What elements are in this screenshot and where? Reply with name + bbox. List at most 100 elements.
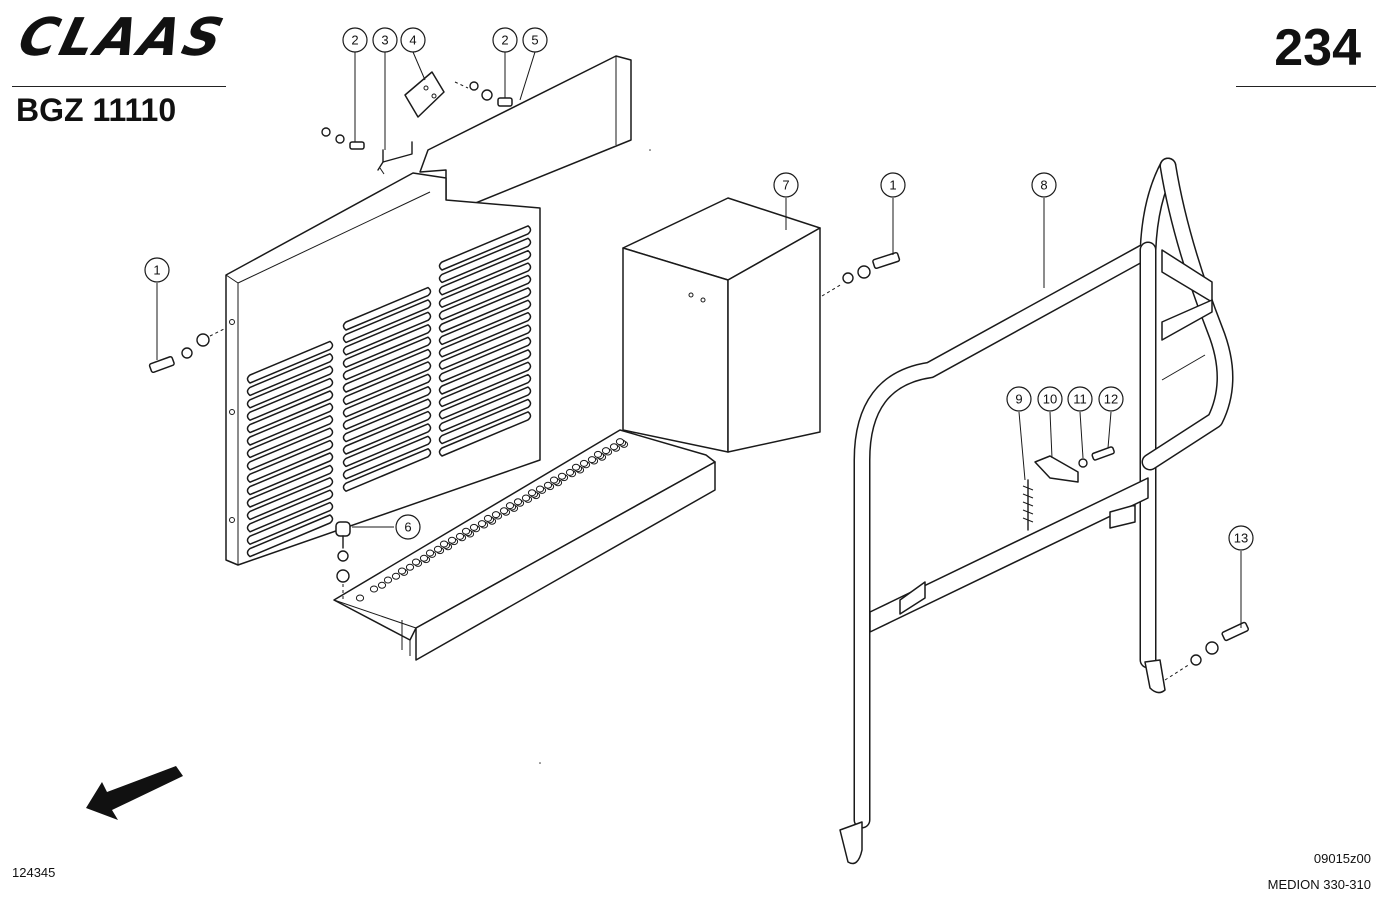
callout-circle bbox=[522, 27, 548, 53]
callout-label: 7 bbox=[782, 178, 789, 193]
enclosure-box bbox=[622, 197, 821, 453]
perforated-step-plate bbox=[333, 429, 716, 661]
right-screw-set bbox=[821, 251, 901, 297]
louver-slot bbox=[438, 287, 532, 333]
louver-slot bbox=[342, 299, 432, 344]
perforation-hole bbox=[543, 481, 553, 489]
callout-c12: 12 bbox=[1098, 386, 1124, 412]
perforation-hole bbox=[615, 438, 625, 446]
louver-slot bbox=[438, 299, 532, 346]
callout-label: 1 bbox=[889, 178, 896, 193]
callout-label: 2 bbox=[351, 33, 358, 48]
hinge-bracket bbox=[377, 141, 413, 175]
top-hardware bbox=[321, 81, 513, 150]
callout-label: 8 bbox=[1040, 178, 1047, 193]
louver-slot bbox=[438, 324, 532, 370]
louver-slot bbox=[342, 448, 432, 492]
callout-c8: 8 bbox=[1031, 172, 1057, 198]
perforation-hole bbox=[425, 549, 435, 557]
louver-slot bbox=[342, 324, 432, 368]
callout-c2a: 2 bbox=[342, 27, 368, 53]
callout-c11: 11 bbox=[1067, 386, 1093, 412]
clip-hardware bbox=[1022, 446, 1115, 531]
louver-slot bbox=[246, 390, 334, 434]
perforation-hole bbox=[411, 558, 421, 566]
louver-slot bbox=[438, 225, 532, 271]
callout-c7: 7 bbox=[773, 172, 799, 198]
perforation-hole bbox=[397, 567, 407, 575]
callout-label: 2 bbox=[501, 33, 508, 48]
louver-slot bbox=[342, 348, 432, 393]
louver-slot bbox=[246, 464, 334, 508]
header-rule-left bbox=[12, 86, 226, 87]
louver-slot bbox=[438, 361, 532, 408]
callout-label: 11 bbox=[1073, 392, 1087, 407]
railing-frame bbox=[839, 157, 1234, 865]
louver-slot bbox=[342, 398, 432, 443]
louver-slot bbox=[246, 340, 334, 384]
leader-lines bbox=[156, 51, 1242, 628]
perforation-hole bbox=[377, 581, 387, 589]
perforation-hole bbox=[565, 468, 575, 476]
louver-slot bbox=[342, 386, 432, 430]
perforation-hole bbox=[369, 585, 379, 593]
louver-slot bbox=[246, 452, 334, 496]
louver-slot bbox=[438, 274, 532, 321]
perforation-hole bbox=[513, 498, 523, 506]
callout-circle bbox=[492, 27, 518, 53]
louver-slot bbox=[246, 365, 334, 409]
louver-slot bbox=[246, 439, 334, 483]
callout-circle bbox=[1031, 172, 1057, 198]
louver-slot bbox=[246, 501, 334, 545]
perforation-hole bbox=[433, 545, 443, 553]
callout-circle bbox=[395, 514, 421, 540]
callout-circle bbox=[342, 27, 368, 53]
perforation-holes bbox=[355, 438, 629, 602]
louver-slot bbox=[246, 514, 334, 558]
louver-slot bbox=[438, 398, 532, 445]
louver-slot bbox=[438, 262, 532, 308]
louver-slot bbox=[342, 373, 432, 418]
callout-circle bbox=[773, 172, 799, 198]
callout-label: 1 bbox=[153, 263, 160, 278]
louver-slot bbox=[438, 237, 532, 284]
louver-slot bbox=[438, 411, 532, 457]
louver-slot bbox=[246, 489, 334, 533]
callout-label: 5 bbox=[531, 33, 538, 48]
bottom-right-screw-set bbox=[1164, 621, 1249, 681]
perforation-hole bbox=[587, 456, 597, 464]
callout-c4: 4 bbox=[400, 27, 426, 53]
perforation-hole bbox=[477, 520, 487, 528]
callout-circle bbox=[1037, 386, 1063, 412]
callout-label: 9 bbox=[1015, 392, 1022, 407]
top-cover-strip bbox=[419, 55, 632, 216]
perforation-hole bbox=[593, 450, 603, 458]
louver-slot bbox=[438, 336, 532, 383]
louver-slot bbox=[438, 386, 532, 432]
callout-label: 6 bbox=[404, 520, 411, 535]
model-code: BGZ 11110 bbox=[16, 92, 177, 128]
diagram-code: 09015z00 bbox=[1313, 851, 1371, 866]
callout-circle bbox=[1067, 386, 1093, 412]
direction-arrow-icon bbox=[86, 766, 183, 820]
perforation-hole bbox=[521, 494, 531, 502]
perforation-hole bbox=[483, 514, 493, 522]
perforation-hole bbox=[505, 502, 515, 510]
louver-slot bbox=[342, 361, 432, 406]
louver-slots bbox=[246, 225, 532, 558]
louver-slot bbox=[342, 410, 432, 455]
louver-slot bbox=[342, 336, 432, 381]
callout-label: 3 bbox=[381, 33, 388, 48]
louvered-side-panel bbox=[225, 172, 541, 566]
perforation-hole bbox=[499, 507, 509, 515]
perforation-hole bbox=[557, 472, 567, 480]
louver-slot bbox=[342, 423, 432, 468]
perforation-hole bbox=[579, 459, 589, 467]
machine-model: MEDION 330-310 bbox=[1267, 877, 1371, 892]
callout-circle bbox=[880, 172, 906, 198]
scan-dot bbox=[649, 149, 651, 151]
louver-slot bbox=[246, 377, 334, 421]
louver-slot bbox=[438, 311, 532, 358]
